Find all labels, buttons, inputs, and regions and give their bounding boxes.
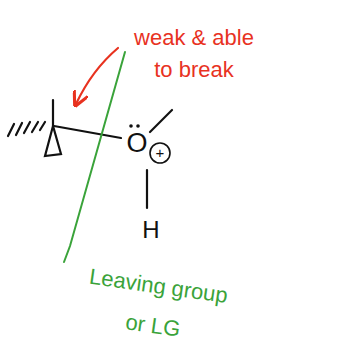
tert-butyl-group: [8, 100, 172, 208]
annotation-note: Leaving group or LG: [75, 256, 237, 356]
o-methyl-bond: [150, 110, 172, 132]
annotation-note: weak & able to break: [128, 22, 260, 86]
charge-circle: [150, 143, 170, 163]
atom-label: O: [122, 128, 152, 158]
lone-pair: [129, 124, 140, 128]
atom-label: H: [136, 216, 166, 244]
c-o-bond: [54, 126, 121, 138]
cleavage-line: [64, 52, 125, 262]
o-h-bond: [146, 170, 148, 208]
charge-sign: +: [152, 144, 168, 162]
